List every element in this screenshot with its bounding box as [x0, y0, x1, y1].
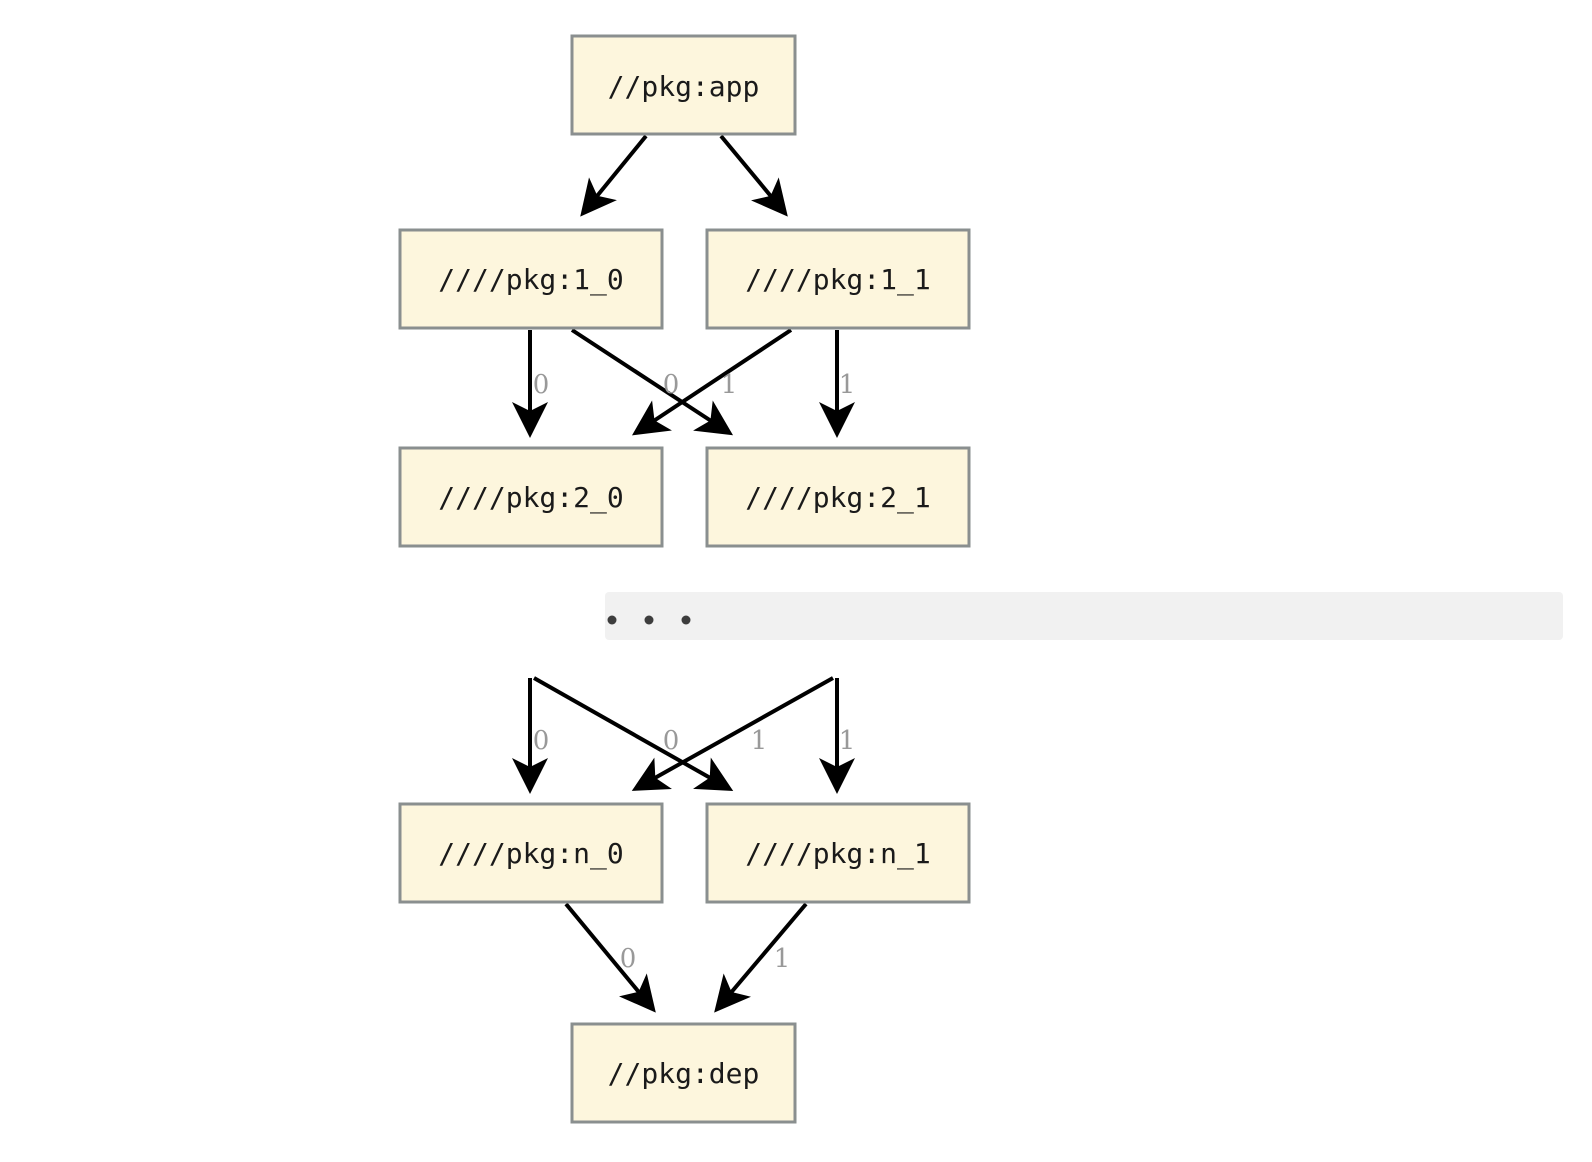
- node-label: //pkg:app: [608, 70, 760, 103]
- ellipsis-band: [605, 592, 1563, 640]
- node-label: ////pkg:1_1: [745, 263, 930, 297]
- node-pkg-1-1[interactable]: ////pkg:1_1: [705, 228, 971, 330]
- edge-label: 0: [663, 726, 680, 756]
- edge-elided2-to-n_1: 1: [819, 678, 856, 794]
- edge-app-to-1_1: [719, 134, 788, 217]
- node-label: //pkg:dep: [608, 1057, 760, 1090]
- ellipsis-dot-3: [681, 615, 691, 625]
- ellipsis-dot-2: [644, 615, 654, 625]
- node-pkg-n-0[interactable]: ////pkg:n_0: [398, 802, 664, 904]
- edge-label: 1: [721, 370, 738, 400]
- edge-1_0-to-2_1: 0: [570, 328, 734, 436]
- node-pkg-1-0[interactable]: ////pkg:1_0: [398, 228, 664, 330]
- edge-1_1-to-2_0: 1: [631, 328, 793, 436]
- edge-1_0-to-2_0: 0: [512, 330, 550, 438]
- edge-label: 0: [533, 726, 550, 756]
- edge-elided-to-n_0: 0: [512, 678, 550, 794]
- edge-label: 0: [663, 370, 680, 400]
- edge-elided2-to-n_0: 1: [631, 676, 834, 791]
- edge-elided-to-n_1: 0: [533, 676, 734, 791]
- edge-label: 1: [839, 726, 856, 756]
- ellipsis-dot-1: [607, 615, 617, 625]
- edge-n_1-to-dep: 1: [714, 902, 808, 1013]
- edge-label: 0: [620, 944, 637, 974]
- node-label: ////pkg:2_0: [438, 481, 623, 515]
- edge-label: 1: [839, 370, 856, 400]
- node-pkg-2-0[interactable]: ////pkg:2_0: [398, 446, 664, 548]
- edge-1_1-to-2_1: 1: [819, 330, 856, 438]
- edge-n_0-to-dep: 0: [564, 902, 656, 1013]
- node-label: ////pkg:2_1: [745, 481, 930, 515]
- node-label: ////pkg:n_0: [438, 837, 623, 871]
- edge-label: 1: [774, 944, 791, 974]
- node-label: ////pkg:n_1: [745, 837, 930, 871]
- node-label: ////pkg:1_0: [438, 263, 623, 297]
- node-dep[interactable]: //pkg:dep: [570, 1022, 797, 1124]
- node-pkg-2-1[interactable]: ////pkg:2_1: [705, 446, 971, 548]
- node-app[interactable]: //pkg:app: [570, 34, 797, 136]
- edge-label: 1: [751, 726, 768, 756]
- edge-app-to-1_0: [580, 134, 648, 217]
- edge-label: 0: [533, 370, 550, 400]
- node-pkg-n-1[interactable]: ////pkg:n_1: [705, 802, 971, 904]
